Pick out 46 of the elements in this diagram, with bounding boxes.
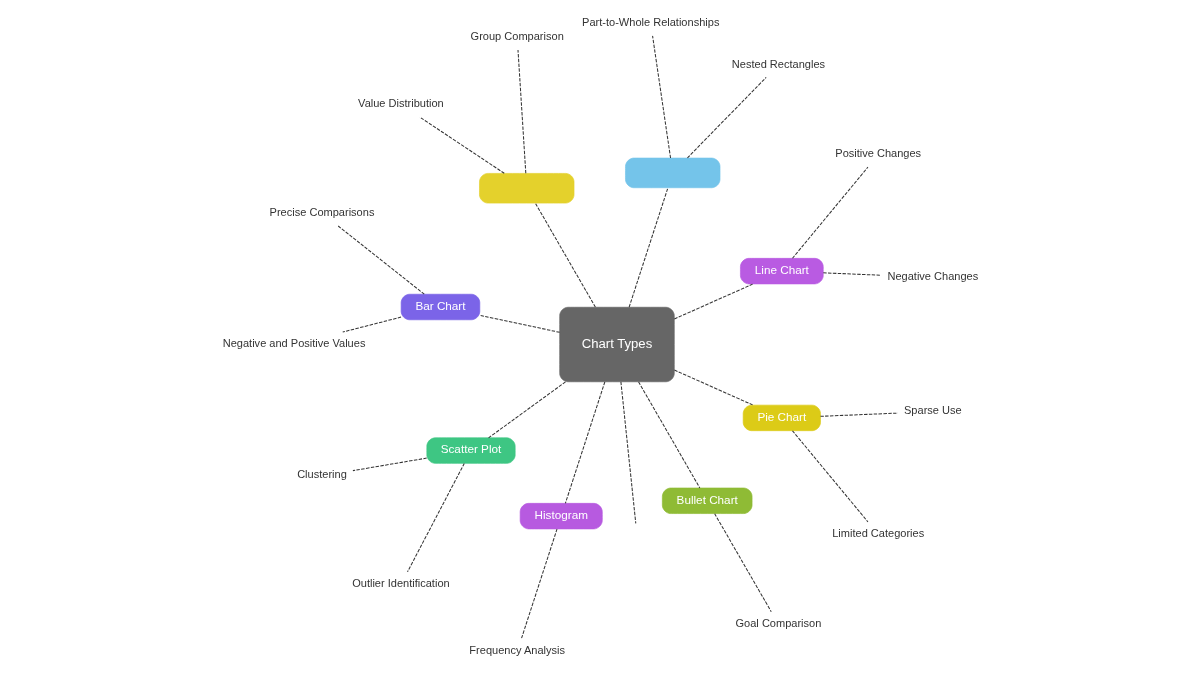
node-box: Line Chart <box>740 258 824 285</box>
connector <box>517 49 527 174</box>
connector <box>479 314 561 333</box>
node-text: Negative Changes <box>887 270 979 283</box>
node-text: Precise Comparisons <box>269 205 375 218</box>
connector <box>714 513 772 613</box>
connector <box>686 76 767 159</box>
node-text: Clustering <box>297 468 347 481</box>
node-box: Chart Types <box>559 306 675 383</box>
node-box: Bar Chart <box>400 293 481 321</box>
connector <box>628 187 669 308</box>
connector <box>419 116 505 174</box>
connector <box>638 381 701 489</box>
connector <box>792 430 869 523</box>
connector <box>620 381 637 524</box>
connector <box>342 316 402 333</box>
node-text: Outlier Identification <box>352 577 450 590</box>
node-box <box>479 173 575 204</box>
node-box: Pie Chart <box>742 404 821 432</box>
node-box: Histogram <box>519 503 603 530</box>
node-box <box>625 157 721 189</box>
node-text: Sparse Use <box>904 404 962 417</box>
connector <box>337 225 425 295</box>
node-text: Negative and Positive Values <box>222 337 366 350</box>
node-text: Nested Rectangles <box>731 57 826 70</box>
node-box: Scatter Plot <box>426 437 516 464</box>
connector <box>822 272 882 276</box>
connector <box>673 283 754 320</box>
node-text: Limited Categories <box>832 526 925 539</box>
connector <box>820 412 899 417</box>
connector <box>534 202 596 308</box>
connector <box>652 35 672 159</box>
node-text: Group Comparison <box>470 30 564 43</box>
node-text: Goal Comparison <box>735 616 822 629</box>
node-text: Value Distribution <box>358 97 444 110</box>
connector <box>352 457 428 472</box>
node-box: Bullet Chart <box>662 487 753 514</box>
connector <box>407 462 465 573</box>
connector <box>520 528 558 640</box>
connector <box>673 369 754 406</box>
node-text: Part-to-Whole Relationships <box>582 16 720 28</box>
connector <box>792 166 869 259</box>
node-text: Positive Changes <box>835 147 922 160</box>
connector <box>488 381 567 439</box>
connector <box>564 381 606 504</box>
node-text: Frequency Analysis <box>469 644 566 657</box>
